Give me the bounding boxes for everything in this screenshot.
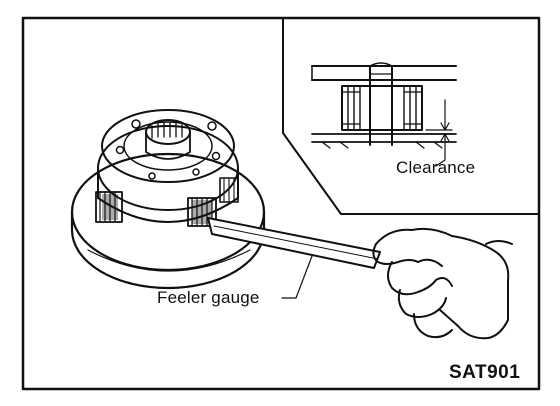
hand	[372, 227, 513, 340]
inset-frame	[282, 17, 540, 215]
planetary-carrier	[70, 109, 266, 290]
feeler-gauge-label: Feeler gauge	[157, 288, 260, 307]
clearance-leader	[435, 149, 446, 167]
feeler-gauge	[207, 217, 381, 269]
figure-code: SAT901	[449, 362, 521, 383]
figure-frame	[21, 16, 541, 391]
clearance-label: Clearance	[396, 158, 476, 177]
inset-detail-view	[311, 62, 457, 151]
feeler-gauge-leader	[281, 255, 313, 299]
